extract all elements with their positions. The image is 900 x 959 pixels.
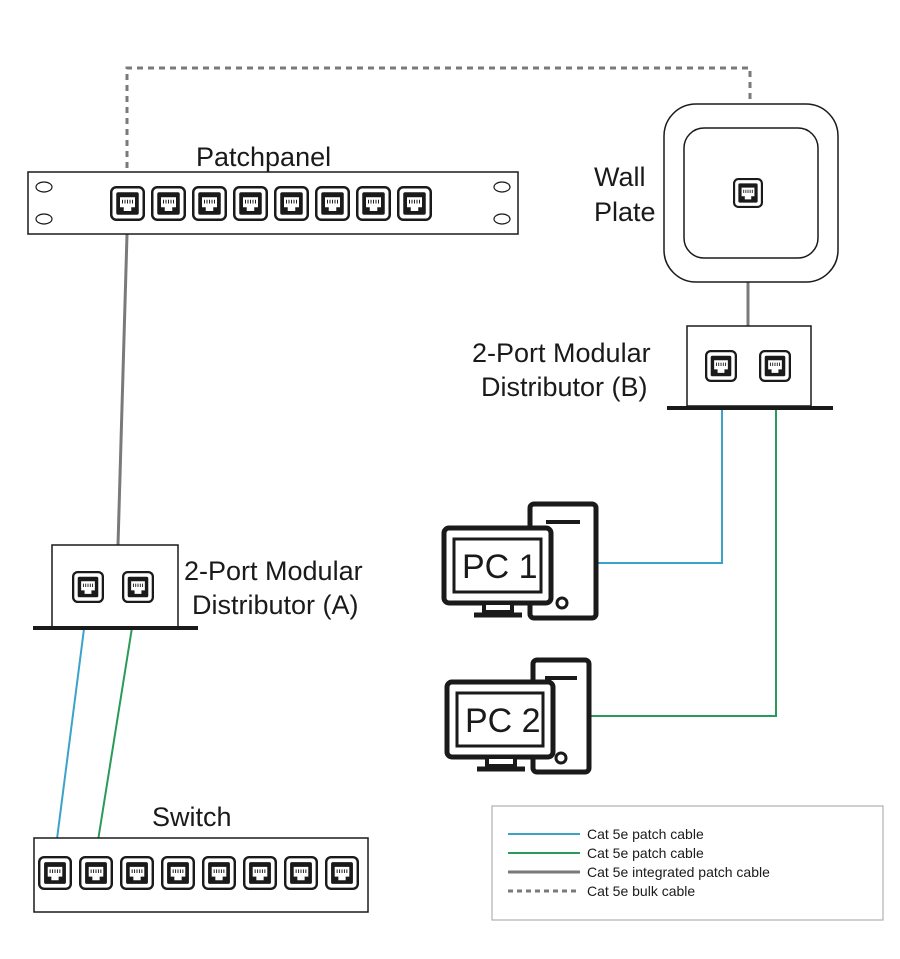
mount-hole xyxy=(493,181,511,193)
pc-2 xyxy=(444,657,592,775)
blue-patch-cable-switch xyxy=(52,589,90,871)
legend: Cat 5e patch cable Cat 5e patch cable Ca… xyxy=(491,805,884,921)
rj45-port xyxy=(79,856,113,890)
distributor-b-label-line1: 2-Port Modular xyxy=(472,338,651,368)
distributor-a-label-line1: 2-Port Modular xyxy=(184,556,363,586)
legend-label: Cat 5e integrated patch cable xyxy=(587,864,770,880)
bulk-cable xyxy=(125,66,752,190)
rj45-port xyxy=(325,856,359,890)
rj45-port xyxy=(192,186,227,221)
rj45-port xyxy=(161,856,195,890)
rj45-port xyxy=(274,186,309,221)
distributor-a xyxy=(33,544,198,630)
switch xyxy=(33,837,369,913)
rj45-port xyxy=(122,571,154,603)
distributor-b-label-line2: Distributor (B) xyxy=(481,372,648,402)
wall-plate xyxy=(663,103,839,283)
blue-patch-cable-pc1 xyxy=(590,372,723,564)
green-patch-cable-switch xyxy=(92,589,139,873)
rj45-port xyxy=(151,186,186,221)
rj45-port xyxy=(356,186,391,221)
pc-1 xyxy=(441,501,599,621)
wall-plate-label-line2: Plate xyxy=(594,197,656,227)
rj45-port xyxy=(759,350,791,382)
rj45-port xyxy=(233,186,268,221)
legend-label: Cat 5e patch cable xyxy=(587,826,704,842)
rj45-port xyxy=(733,178,763,208)
rj45-port xyxy=(38,856,72,890)
switch-label: Switch xyxy=(152,802,232,832)
mount-hole xyxy=(35,213,53,225)
rj45-port xyxy=(705,350,737,382)
distributor-a-label-line2: Distributor (A) xyxy=(192,590,359,620)
rj45-port xyxy=(397,186,432,221)
pc-2-label: PC 2 xyxy=(465,702,541,740)
rj45-port xyxy=(315,186,350,221)
integrated-patch-cable-a xyxy=(116,199,130,546)
rj45-port xyxy=(120,856,154,890)
green-patch-cable-pc2 xyxy=(590,372,777,717)
rj45-port xyxy=(243,856,277,890)
patchpanel xyxy=(27,171,519,235)
legend-label: Cat 5e bulk cable xyxy=(587,883,695,899)
distributor-b xyxy=(667,325,833,410)
rj45-port xyxy=(72,571,104,603)
rj45-port xyxy=(284,856,318,890)
pc-1-label: PC 1 xyxy=(462,548,538,586)
legend-label: Cat 5e patch cable xyxy=(587,845,704,861)
wall-plate-label-line1: Wall xyxy=(594,162,646,192)
mount-hole xyxy=(35,181,53,193)
mount-hole xyxy=(493,213,511,225)
patchpanel-label: Patchpanel xyxy=(196,142,331,172)
rj45-port xyxy=(202,856,236,890)
rj45-port xyxy=(110,186,145,221)
